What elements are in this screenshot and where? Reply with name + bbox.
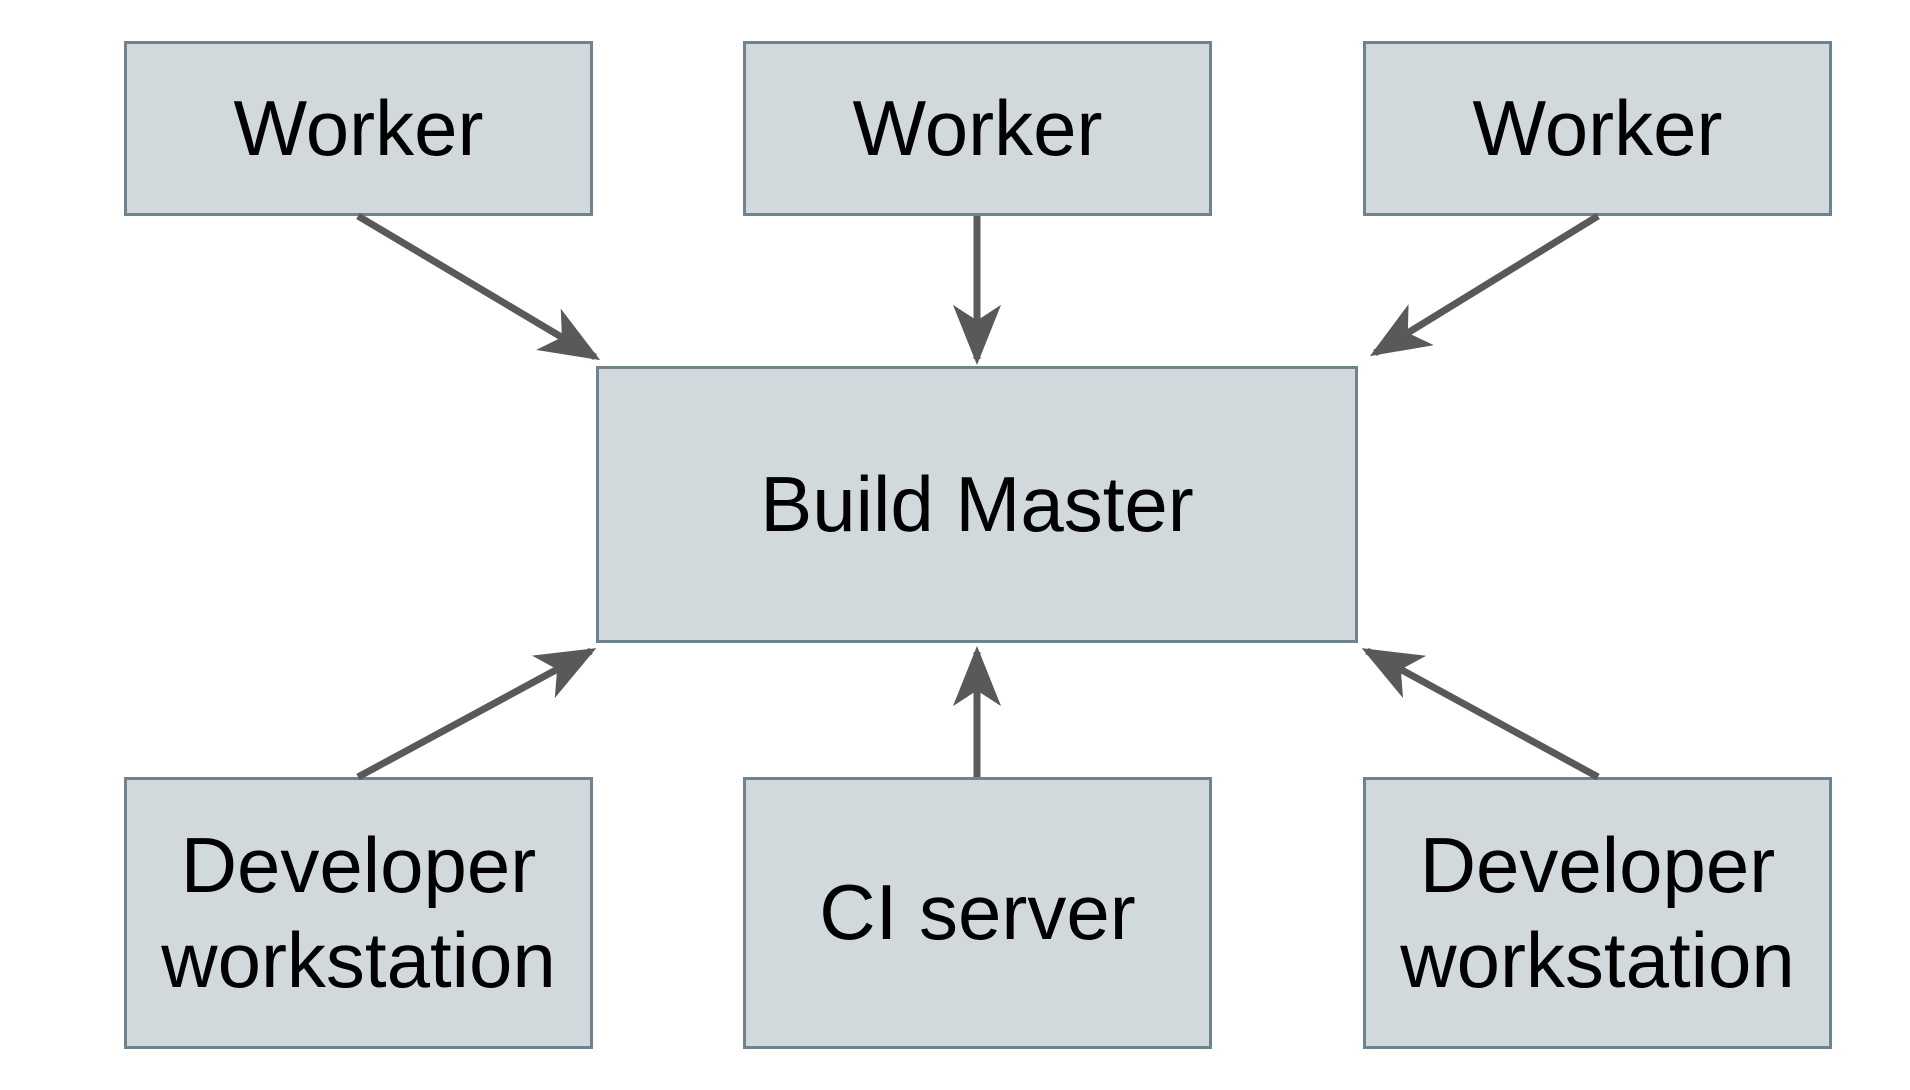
node-developer-workstation-1: Developer workstation <box>124 777 593 1049</box>
node-worker-1-label: Worker <box>233 83 484 172</box>
node-worker-1: Worker <box>124 41 593 216</box>
node-developer-workstation-2-label: Developer workstation <box>1400 820 1795 1004</box>
node-build-master: Build Master <box>596 366 1358 643</box>
arrow-worker-3-to-build-master <box>1369 213 1600 357</box>
node-ci-server: CI server <box>743 777 1212 1049</box>
node-ci-server-label: CI server <box>819 868 1136 957</box>
arrow-developer-workstation-2-to-build-master <box>1361 647 1600 781</box>
node-developer-workstation-1-label: Developer workstation <box>161 820 556 1004</box>
node-developer-workstation-2: Developer workstation <box>1363 777 1832 1049</box>
arrow-developer-workstation-1-to-build-master <box>356 647 597 781</box>
node-build-master-label: Build Master <box>760 459 1194 548</box>
node-worker-3-label: Worker <box>1472 83 1723 172</box>
node-worker-3: Worker <box>1363 41 1832 216</box>
arrow-worker-1-to-build-master <box>356 212 601 361</box>
node-worker-2: Worker <box>743 41 1212 216</box>
node-worker-2-label: Worker <box>852 83 1103 172</box>
